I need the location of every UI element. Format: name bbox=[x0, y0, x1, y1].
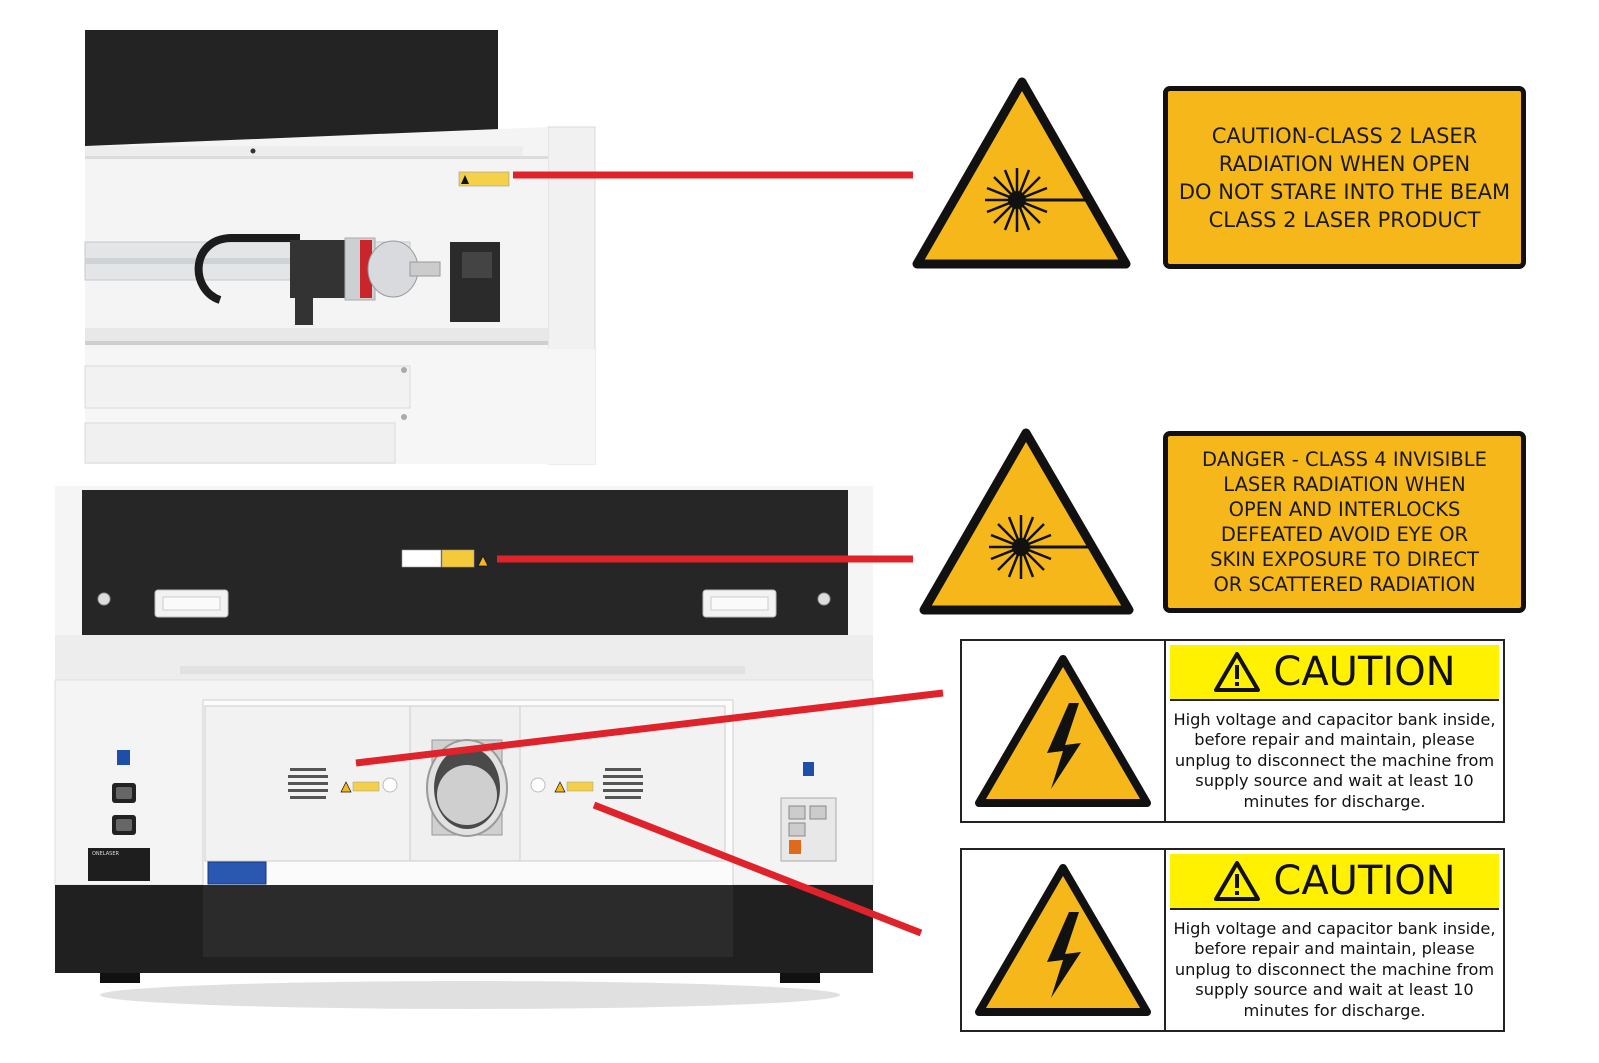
high-voltage-caution-panel: CAUTION High voltage and capacitor bank … bbox=[960, 639, 1505, 823]
caution-line: before repair and maintain, please bbox=[1194, 730, 1475, 750]
laser-warning-icon bbox=[912, 77, 1131, 269]
label-line: RADIATION WHEN OPEN bbox=[1218, 151, 1471, 176]
caution-line: minutes for discharge. bbox=[1243, 791, 1426, 811]
warning-triangle-icon bbox=[1214, 861, 1261, 901]
class2-laser-label: CAUTION-CLASS 2 LASER RADIATION WHEN OPE… bbox=[1163, 86, 1526, 269]
label-line: DEFEATED AVOID EYE OR bbox=[1220, 523, 1469, 546]
caution-body: High voltage and capacitor bank inside, … bbox=[1166, 910, 1503, 1030]
caution-title: CAUTION bbox=[1273, 858, 1456, 904]
label-line: DO NOT STARE INTO THE BEAM bbox=[1178, 179, 1511, 204]
caution-line: before repair and maintain, please bbox=[1194, 939, 1475, 959]
label-line: CAUTION-CLASS 2 LASER bbox=[1211, 123, 1478, 148]
caution-line: unplug to disconnect the machine from bbox=[1174, 750, 1495, 770]
caution-header: CAUTION bbox=[1170, 645, 1499, 701]
leader-line-caution-1 bbox=[355, 689, 944, 767]
caution-line: supply source and wait at least 10 bbox=[1195, 771, 1474, 791]
label-line: OR SCATTERED RADIATION bbox=[1213, 573, 1476, 596]
warning-triangle-icon bbox=[1214, 652, 1261, 692]
caution-title: CAUTION bbox=[1273, 649, 1456, 695]
high-voltage-caution-panel: CAUTION High voltage and capacitor bank … bbox=[960, 848, 1505, 1032]
label-line: LASER RADIATION WHEN bbox=[1223, 473, 1466, 496]
high-voltage-icon-cell bbox=[962, 850, 1166, 1030]
caution-line: High voltage and capacitor bank inside, bbox=[1173, 918, 1496, 938]
high-voltage-icon bbox=[975, 655, 1151, 807]
leader-lines bbox=[355, 171, 944, 937]
label-line: DANGER - CLASS 4 INVISIBLE bbox=[1202, 448, 1487, 471]
caution-body: High voltage and capacitor bank inside, … bbox=[1166, 701, 1503, 821]
laser-warning-icon bbox=[919, 428, 1134, 615]
caution-line: unplug to disconnect the machine from bbox=[1174, 959, 1495, 979]
caution-line: High voltage and capacitor bank inside, bbox=[1173, 709, 1496, 729]
label-line: CLASS 2 LASER PRODUCT bbox=[1208, 207, 1481, 232]
caution-line: supply source and wait at least 10 bbox=[1195, 980, 1474, 1000]
high-voltage-icon bbox=[975, 864, 1151, 1016]
label-line: OPEN AND INTERLOCKS bbox=[1228, 498, 1461, 521]
label-line: SKIN EXPOSURE TO DIRECT bbox=[1210, 548, 1479, 571]
high-voltage-icon-cell bbox=[962, 641, 1166, 821]
nameplate-brand: ONELASER bbox=[92, 851, 119, 857]
caution-line: minutes for discharge. bbox=[1243, 1000, 1426, 1020]
caution-header: CAUTION bbox=[1170, 854, 1499, 910]
class4-laser-label: DANGER - CLASS 4 INVISIBLE LASER RADIATI… bbox=[1163, 431, 1526, 613]
leader-line-caution-2 bbox=[592, 801, 923, 937]
laser-tube-compartment-photo bbox=[84, 30, 596, 465]
